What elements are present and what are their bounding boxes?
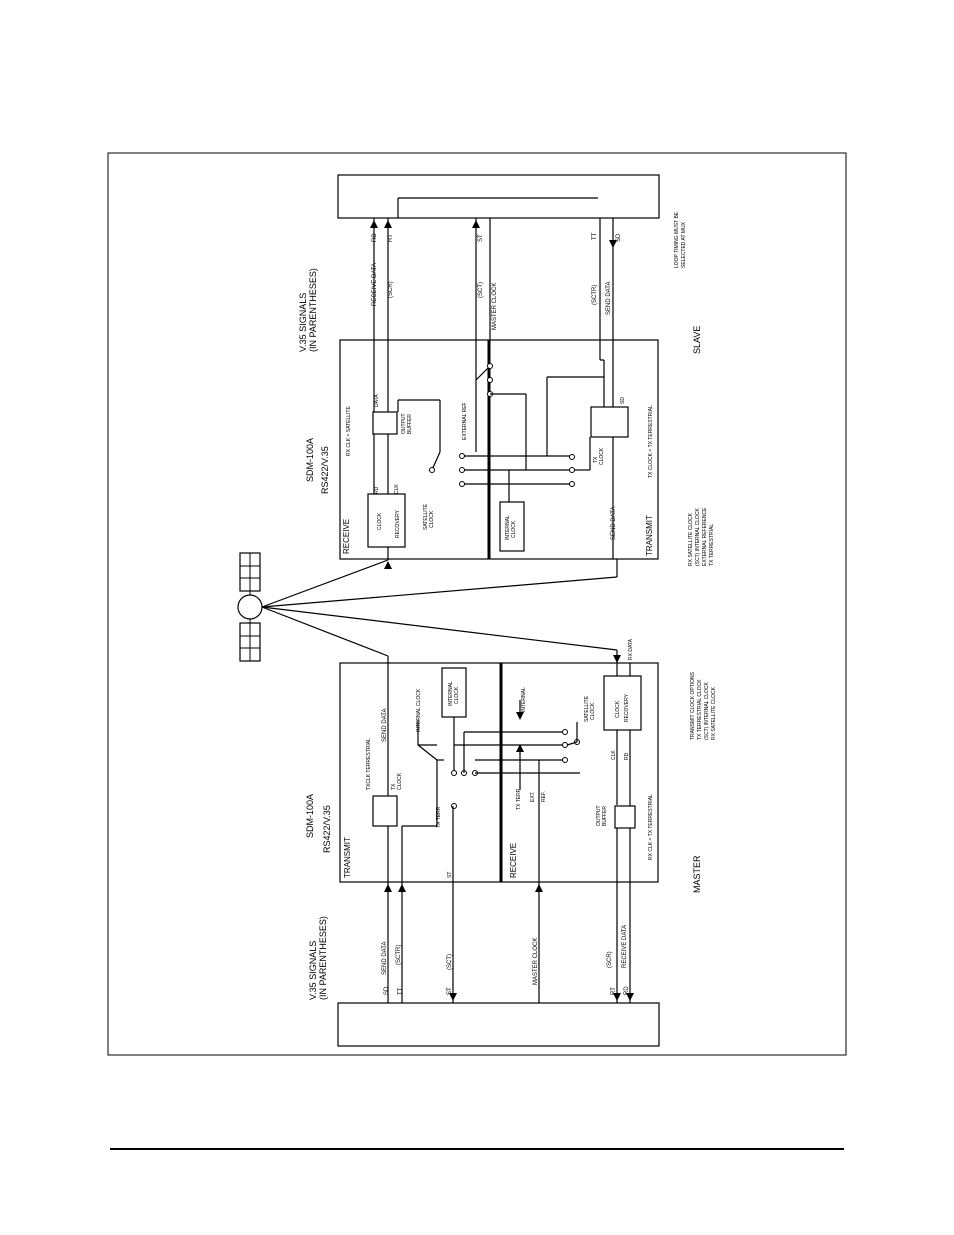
master-section-receive: RECEIVE [509,843,518,878]
master-sig-rt: RT [611,987,617,995]
master-sig-tt: TT [398,987,404,995]
slave-clock-recovery-box [367,493,406,548]
master-in-tx-clock-1: TX [391,783,397,790]
slave-sig-sct: (SCT) [478,282,484,298]
master-output-buffer [614,805,636,829]
master-sig-st: ST [447,987,453,995]
slave-note-right-2: SELECTED AT MUX [681,221,687,268]
slave-sig-scr: (SCR) [388,281,394,298]
slave-v35-line1: V.35 SIGNALS [298,293,308,352]
slave-dte-box [337,174,660,219]
slave-in-rd: RD [374,486,380,494]
slave-sig-sctr: (SCTR) [592,285,598,305]
slave-sig-send-data: SEND DATA [606,282,612,315]
master-in-rx-data: RX DATA [628,638,634,660]
master-sig-sctr: (SCTR) [396,945,402,965]
slave-tx-clock-buffer [590,406,629,438]
master-sig-receive-data: RECEIVE DATA [622,925,628,968]
slave-sig-st: ST [478,234,484,242]
master-clock-recovery-box [603,675,642,731]
slave-note-left-1: RX SATELLITE CLOCK [688,512,694,566]
slave-in-external-ref: EXTERNAL REF [462,402,468,440]
master-in-clk: CLK [611,750,617,760]
master-in-tx-clock-2: CLOCK [397,772,403,790]
master-in-ext-ref-1: EXT. [530,791,536,802]
master-tx-clock-buffer [372,795,398,827]
slave-unit-name: SDM-100A [305,438,315,482]
master-sig-send-data: SEND DATA [382,942,388,975]
master-in-tx-terr: TX TERR [436,806,442,828]
master-in-internal-clock-box-2: CLOCK [454,686,460,704]
slave-in-satellite-clock-2: CLOCK [429,510,435,528]
master-in-clock-recovery-2: RECOVERY [624,693,630,722]
slave-in-data: DATA [374,394,380,407]
slave-section-receive: RECEIVE [342,519,351,554]
master-note-3: (SCT) INTERNAL CLOCK [704,681,710,740]
master-note-4: RX SATELLITE CLOCK [711,686,717,740]
master-in-ext-ref-2: REF. [541,791,547,802]
slave-sig-master-clock: MASTER CLOCK [492,283,498,330]
master-in-clock-recovery-1: CLOCK [615,700,621,718]
master-sig-scr: (SCR) [607,951,613,968]
slave-note-left-2: (SCT) INTERNAL CLOCK [695,507,701,566]
master-in-output-buffer-2: BUFFER [602,806,608,826]
slave-in-internal-clock-1: INTERNAL [505,515,511,540]
slave-in-send-data: SEND DATA [611,507,617,540]
slave-note-left-4: TX TERRESTRIAL [709,524,715,566]
master-section-transmit: TRANSMIT [343,837,352,878]
slave-section-transmit: TRANSMIT [645,515,654,556]
slave-in-clock-recovery-1: CLOCK [377,512,383,530]
slave-in-clk: CLK [394,484,400,494]
slave-in-tx-clock-1: TX [593,456,599,463]
master-dte-box [337,1002,660,1047]
master-in-rx-clk-note: RX CLK = TX TERRESTRIAL [648,794,654,860]
master-note-1: TRANSMIT CLOCK OPTIONS [690,671,696,740]
satellite-icon [237,552,263,662]
slave-note-right-1: LOOP TIMING MUST BE [674,211,680,268]
master-v35-line1: V.35 SIGNALS [308,941,318,1000]
master-unit-interface: RS422/V.35 [322,805,332,853]
master-unit-name: SDM-100A [305,794,315,838]
slave-in-tx-clock-note: TX CLOCK = TX TERRESTRIAL [648,405,654,478]
master-sig-sct: (SCT) [447,954,453,970]
slave-in-output-buffer-1: OUTPUT [401,413,407,434]
master-in-satellite-clock-2: CLOCK [590,702,596,720]
slave-in-sd: SD [620,397,626,404]
master-v35-line2: (IN PARENTHESES) [318,916,328,1000]
master-sig-sd: SD [384,986,390,995]
master-sig-rd: RD [624,986,630,995]
slave-in-satellite-clock-1: SATELLITE [423,503,429,530]
slave-caption: SLAVE [692,326,702,354]
slave-output-buffer [372,411,398,435]
slave-in-clock-recovery-2: RECOVERY [395,509,401,538]
master-caption: MASTER [692,855,702,893]
master-in-internal-clock-box-1: INTERNAL [448,681,454,706]
slave-v35-line2: (IN PARENTHESES) [308,268,318,352]
slave-sig-sd: SD [616,233,622,242]
master-in-tx-terr2: TX TERR [516,788,522,810]
master-in-satellite-clock-1: SATELLITE [584,695,590,722]
slave-sig-tt: TT [592,232,598,240]
slave-unit-interface: RS422/V.35 [320,446,330,494]
master-note-2: TX TERRESTRIAL CLOCK [697,679,703,740]
slave-internal-clock-box [499,501,525,552]
master-in-internal: INTERNAL [521,687,527,712]
slave-in-output-buffer-2: BUFFER [407,414,413,434]
master-in-st: ST [447,872,453,878]
slave-sig-rt: RT [388,234,394,242]
slave-in-rx-clk-note: RX CLK = SATELLITE [346,406,352,456]
master-in-send-data: SEND DATA [382,709,388,742]
master-sig-master-clock: MASTER CLOCK [533,938,539,985]
slave-in-tx-clock-2: CLOCK [599,447,605,465]
slave-sig-rd: RD [372,233,378,242]
master-in-rd: RD [624,752,630,760]
slave-note-left-3: EXTERNAL REFERENCE [702,507,708,566]
figure-frame [107,152,847,1056]
master-in-output-buffer-1: OUTPUT [596,805,602,826]
slave-sig-receive-data: RECEIVE DATA [372,263,378,306]
slave-in-internal-clock-2: CLOCK [511,520,517,538]
master-in-txclk-terr: TXCLK TERRESTRIAL [366,738,372,790]
master-in-internal-clock-label: INTERNAL CLOCK [416,688,422,732]
